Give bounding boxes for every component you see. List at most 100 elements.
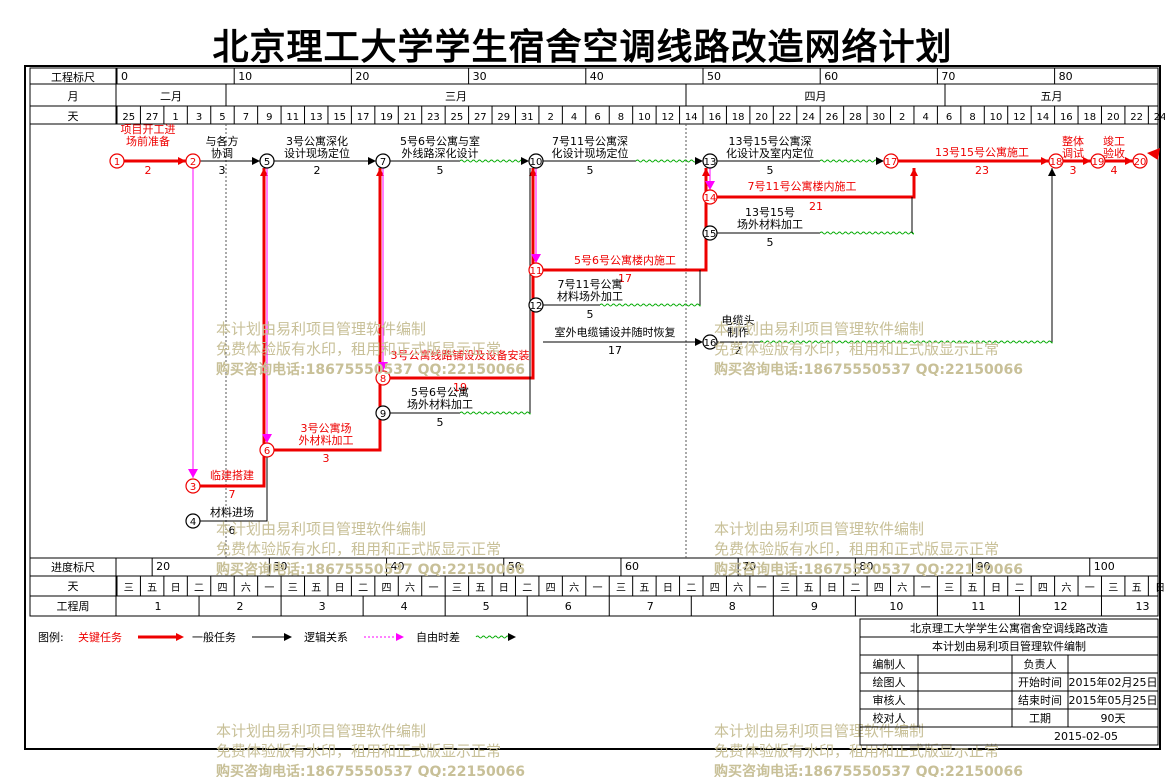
week-label: 2	[237, 600, 244, 613]
weekday-label: 二	[358, 583, 368, 594]
node-number: 15	[704, 229, 717, 240]
weekday-label: 一	[757, 583, 767, 594]
activity-duration: 5	[437, 416, 444, 429]
node-number: 11	[530, 266, 543, 277]
node-circle	[702, 153, 718, 169]
scale-bottom-tick-label: 50	[508, 560, 522, 573]
week-label: 7	[647, 600, 654, 613]
weekday-label: 六	[569, 582, 579, 594]
watermark-text: 免费体验版有水印，租用和正式版显示正常	[216, 340, 501, 358]
day-label: 7	[243, 112, 249, 123]
arrow-head	[705, 181, 715, 190]
scale-bottom-label: 进度标尺	[51, 560, 95, 574]
activity-name: 5号6号公寓与室	[400, 134, 480, 148]
node-circle	[375, 153, 391, 169]
watermark-text: 本计划由易利项目管理软件编制	[216, 520, 426, 538]
info-cell: 开始时间	[1018, 675, 1062, 689]
day-label: 31	[521, 112, 534, 123]
day-label: 24	[1154, 112, 1165, 123]
node-circle	[185, 153, 201, 169]
activity-name: 材料场外加工	[557, 289, 623, 303]
arrow-head	[531, 254, 541, 263]
scale-top-label: 工程标尺	[51, 70, 95, 84]
weekday-label: 日	[171, 583, 181, 594]
weekday-label: 一	[264, 583, 274, 594]
node-number: 18	[1050, 157, 1063, 168]
month-label: 二月	[160, 90, 182, 103]
day-label: 14	[685, 112, 698, 123]
weekday-label: 五	[639, 583, 649, 594]
info-cell: 结束时间	[1018, 694, 1062, 707]
activity-name: 场前准备	[126, 134, 170, 148]
watermark-text: 本计划由易利项目管理软件编制	[714, 320, 924, 338]
free-float-wave	[759, 340, 1053, 344]
scale-tick-label: 10	[238, 70, 252, 83]
info-cell: 2015年05月25日	[1069, 693, 1158, 707]
node-circle	[259, 442, 275, 458]
free-float-wave	[475, 635, 511, 639]
scale-bottom-tick-label: 30	[273, 560, 287, 573]
info-cell: 90天	[1101, 712, 1126, 725]
arrow-head	[178, 157, 186, 165]
arrow-head	[1048, 168, 1056, 176]
day-label: 20	[1107, 112, 1120, 123]
week-label: 3	[319, 600, 326, 613]
node-number: 14	[704, 193, 717, 204]
activity-duration: 4	[1111, 164, 1118, 177]
node-number: 7	[380, 157, 386, 168]
node-circle	[1048, 153, 1064, 169]
activity-name: 13号15号公寓施工	[935, 145, 1029, 159]
node-number: 12	[530, 301, 543, 312]
day-label: 27	[474, 112, 487, 123]
activity-duration: 2	[735, 344, 742, 357]
day-label: 13	[310, 112, 323, 123]
weekday-label: 一	[428, 583, 438, 594]
activity-name: 外线路深化设计	[402, 146, 479, 160]
activity-name: 7号11号公寓深	[552, 134, 628, 148]
weekday-label: 四	[710, 583, 720, 594]
day-label: 3	[196, 112, 202, 123]
scale-tick-label: 60	[824, 70, 838, 83]
day-label: 28	[849, 112, 862, 123]
month-label: 五月	[1041, 90, 1063, 103]
activity-duration: 3	[219, 164, 226, 177]
watermark-text: 购买咨询电话:18675550537 QQ:22150066	[714, 361, 1023, 378]
arrow-head	[529, 168, 537, 176]
arrow-head	[376, 168, 384, 176]
month-label: 三月	[445, 90, 467, 103]
critical-edge	[274, 168, 382, 452]
week-label: 10	[889, 600, 903, 613]
free-float-wave	[635, 159, 701, 163]
weekday-label: 三	[780, 583, 790, 594]
weekday-label: 一	[1085, 583, 1095, 594]
activity-name: 整体	[1062, 134, 1084, 148]
node-number: 6	[264, 446, 270, 457]
activity-duration: 3	[1070, 164, 1077, 177]
week-label: 9	[811, 600, 818, 613]
arrow-head	[508, 633, 516, 641]
week-row-label: 工程周	[57, 600, 90, 613]
arrow-head	[695, 338, 703, 346]
day-label: 6	[946, 112, 952, 123]
activity-name: 调试	[1062, 147, 1084, 160]
legend-float-label: 自由时差	[416, 630, 460, 644]
node-number: 8	[380, 374, 386, 385]
critical-edge	[390, 168, 535, 380]
day-label: 16	[708, 112, 721, 123]
weekday-label: 五	[147, 583, 157, 594]
node-number: 13	[704, 157, 717, 168]
node-number: 16	[704, 338, 717, 349]
weekday-label: 三	[616, 583, 626, 594]
node-circle	[259, 153, 275, 169]
day-label: 26	[826, 112, 839, 123]
day-label: 19	[380, 112, 393, 123]
activity-name: 协调	[211, 146, 233, 160]
legend-title: 图例:	[38, 630, 64, 644]
activity-duration: 5	[587, 164, 594, 177]
activity-duration: 6	[229, 524, 236, 537]
activity-name: 3号公寓深化	[286, 134, 348, 148]
free-float-wave	[599, 303, 701, 307]
activity-duration: 17	[608, 344, 622, 357]
day-label: 22	[1130, 112, 1143, 123]
page-title: 北京理工大学学生宿舍空调线路改造网络计划	[212, 27, 953, 68]
